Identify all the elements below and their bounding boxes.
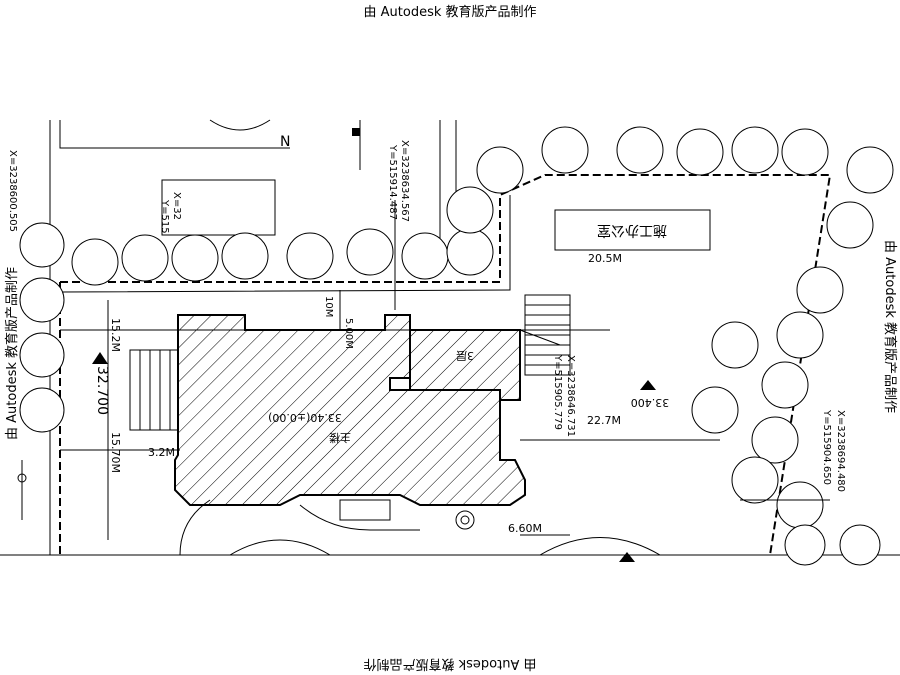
- entrance-steps: [339, 499, 391, 521]
- coord-top-y: Y=515914.487: [387, 144, 398, 220]
- fountain: [455, 510, 475, 530]
- dim-15-2: 15.2M: [109, 318, 122, 352]
- survey-marker: [352, 128, 360, 136]
- inner-boundary: [59, 195, 511, 293]
- main-building: [174, 314, 526, 506]
- coord-mid-y: Y=515905.779: [552, 354, 563, 430]
- elevation-marker-west: [92, 352, 108, 364]
- dim-20-5: 20.5M: [588, 252, 622, 265]
- dim-6-6: 6.60M: [508, 522, 542, 535]
- tree-row-top: [71, 126, 894, 286]
- watermark-bottom: 由 Autodesk 教育版产品制作: [364, 656, 537, 672]
- road-curve: [209, 119, 271, 131]
- elevation-marker-east: [640, 380, 656, 390]
- tree-row-left: [19, 222, 65, 433]
- landscape-curve-1: [179, 499, 211, 556]
- watermark-right: 由 Autodesk 教育版产品制作: [882, 240, 898, 413]
- main-building-elevation: 33.40(±0.00): [268, 411, 342, 424]
- elev-33-4: 33.400: [631, 396, 670, 409]
- elevation-marker-south: [619, 552, 635, 562]
- main-building-label: 主楼: [329, 431, 351, 445]
- dim-15-7: 15.70M: [109, 432, 122, 473]
- site-office-box: [554, 209, 711, 251]
- dim-22-7: 22.7M: [587, 414, 621, 427]
- annex-label: 3层: [456, 349, 474, 362]
- dim-32-700: 32.700: [94, 366, 110, 415]
- site-boundary: [60, 174, 832, 556]
- tree-row-right: [691, 266, 881, 566]
- landscape-curve-2: [229, 539, 331, 556]
- dim-5: 5.00M: [343, 318, 354, 349]
- coord-top-x: X=3238634.567: [399, 140, 410, 222]
- east-stairs: [524, 294, 571, 376]
- coord-right-y: Y=515904.650: [821, 409, 832, 485]
- coord-mid-x: X=3238646.731: [565, 355, 576, 437]
- coord-small-x: X=32: [171, 192, 182, 220]
- left-marker: [17, 473, 27, 483]
- north-label: N: [280, 134, 290, 150]
- site-office-label: 施工办公室: [597, 222, 667, 239]
- dim-3-2: 3.2M: [148, 446, 175, 459]
- watermark-left: 由 Autodesk 教育版产品制作: [4, 267, 20, 440]
- existing-building: [59, 120, 290, 236]
- watermark-top: 由 Autodesk 教育版产品制作: [364, 4, 537, 20]
- landscape-path: [299, 504, 420, 531]
- west-stairs: [129, 349, 179, 431]
- dim-10: 10M: [323, 296, 334, 317]
- coord-leader-mid: [519, 329, 561, 346]
- coord-left: X=3238600.505: [7, 150, 18, 232]
- coord-right-x: X=3238694.480: [835, 410, 846, 492]
- annex-building: [409, 329, 521, 401]
- landscape-curve-3: [539, 537, 661, 556]
- coord-small-y: Y=515: [159, 199, 170, 234]
- fountain-inner: [460, 515, 470, 525]
